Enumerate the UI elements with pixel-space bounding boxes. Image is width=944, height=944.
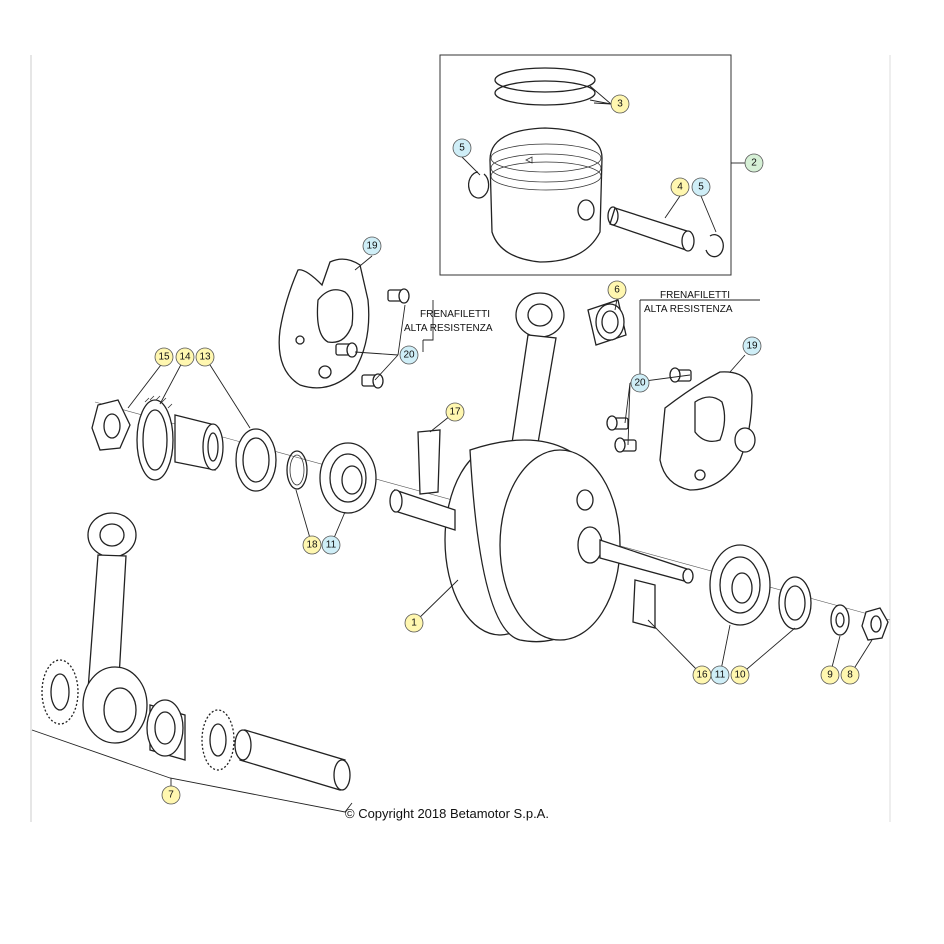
callout-5-right: 5	[691, 177, 711, 197]
svg-text:8: 8	[847, 670, 853, 681]
crankshaft	[389, 439, 694, 643]
svg-text:14: 14	[179, 352, 191, 363]
bolt-lower-left	[361, 373, 384, 389]
bolt-upper-left	[387, 288, 410, 304]
bearing-right-11	[709, 544, 771, 626]
callout-13: 13	[195, 347, 215, 367]
callout-20-left: 20	[399, 345, 419, 365]
callout-5-left: 5	[452, 138, 472, 158]
svg-text:9: 9	[827, 670, 833, 681]
circlip-left	[468, 171, 490, 199]
callout-2: 2	[744, 153, 764, 173]
svg-text:19: 19	[366, 241, 378, 252]
piston-rings	[494, 67, 596, 106]
svg-text:20: 20	[634, 378, 646, 389]
note-right-line2: ALTA RESISTENZA	[644, 304, 733, 315]
thrust-washer-left	[41, 659, 79, 725]
oil-seal-right-10	[778, 576, 812, 630]
spacer-13	[174, 414, 224, 471]
note-left-line2: ALTA RESISTENZA	[404, 323, 493, 334]
circlip-right	[705, 234, 724, 258]
o-ring-18	[286, 450, 308, 490]
callout-3: 3	[610, 94, 630, 114]
callout-1: 1	[404, 613, 424, 633]
nut-8	[861, 607, 889, 641]
callout-18: 18	[302, 535, 322, 555]
crank-pin	[234, 729, 351, 791]
callout-9: 9	[820, 665, 840, 685]
svg-text:4: 4	[677, 182, 683, 193]
counterweight-right	[659, 371, 756, 491]
needle-bearing-small-end	[587, 299, 627, 346]
callout-19-right: 19	[742, 336, 762, 356]
connecting-rod-kit	[82, 512, 148, 744]
threadlock-note-left: FRENAFILETTI ALTA RESISTENZA	[404, 309, 493, 334]
callout-17: 17	[445, 402, 465, 422]
callout-11-left: 11	[321, 535, 341, 555]
piston-pin	[607, 206, 695, 252]
callout-7: 7	[161, 785, 181, 805]
callout-6: 6	[607, 280, 627, 300]
callout-14: 14	[175, 347, 195, 367]
svg-text:19: 19	[746, 341, 758, 352]
copyright-text: © Copyright 2018 Betamotor S.p.A.	[345, 806, 549, 821]
svg-text:5: 5	[459, 143, 465, 154]
callout-16: 16	[692, 665, 712, 685]
svg-text:13: 13	[199, 352, 211, 363]
piston	[489, 127, 603, 263]
callout-4: 4	[670, 177, 690, 197]
callout-8: 8	[840, 665, 860, 685]
connecting-rod-kit-bracket	[31, 729, 353, 813]
svg-text:1: 1	[411, 618, 417, 629]
callout-15: 15	[154, 347, 174, 367]
nut-15	[91, 399, 131, 451]
svg-text:11: 11	[715, 670, 726, 681]
piston-kit-box	[439, 54, 732, 276]
svg-text:16: 16	[696, 670, 708, 681]
note-right-line1: FRENAFILETTI	[660, 290, 730, 301]
bearing-left-11	[319, 442, 377, 514]
counterweight-left	[278, 258, 370, 389]
needle-bearing-big-end	[146, 699, 186, 761]
svg-text:5: 5	[698, 182, 704, 193]
oil-seal-left	[235, 428, 277, 492]
svg-text:20: 20	[403, 350, 415, 361]
svg-text:10: 10	[734, 670, 746, 681]
gear-14	[136, 395, 174, 481]
threadlock-note-right: FRENAFILETTI ALTA RESISTENZA	[644, 290, 733, 315]
svg-text:15: 15	[158, 352, 170, 363]
svg-text:17: 17	[449, 407, 461, 418]
thrust-washer-right	[201, 709, 235, 771]
woodruff-key-upper	[417, 429, 441, 495]
callout-11-right: 11	[710, 665, 730, 685]
callout-19-left: 19	[362, 236, 382, 256]
svg-text:2: 2	[751, 158, 757, 169]
svg-text:11: 11	[326, 540, 337, 551]
svg-text:18: 18	[306, 540, 318, 551]
callout-20-right: 20	[630, 373, 650, 393]
bolt-mid-right	[606, 415, 629, 431]
bolt-mid-left	[335, 342, 358, 358]
washer-9	[830, 604, 850, 636]
svg-text:3: 3	[617, 99, 623, 110]
svg-text:7: 7	[168, 790, 174, 801]
note-left-line1: FRENAFILETTI	[420, 309, 490, 320]
bolt-lower-right	[614, 437, 637, 453]
svg-text:6: 6	[614, 285, 620, 296]
woodruff-key-lower	[632, 579, 656, 629]
callout-10: 10	[730, 665, 750, 685]
